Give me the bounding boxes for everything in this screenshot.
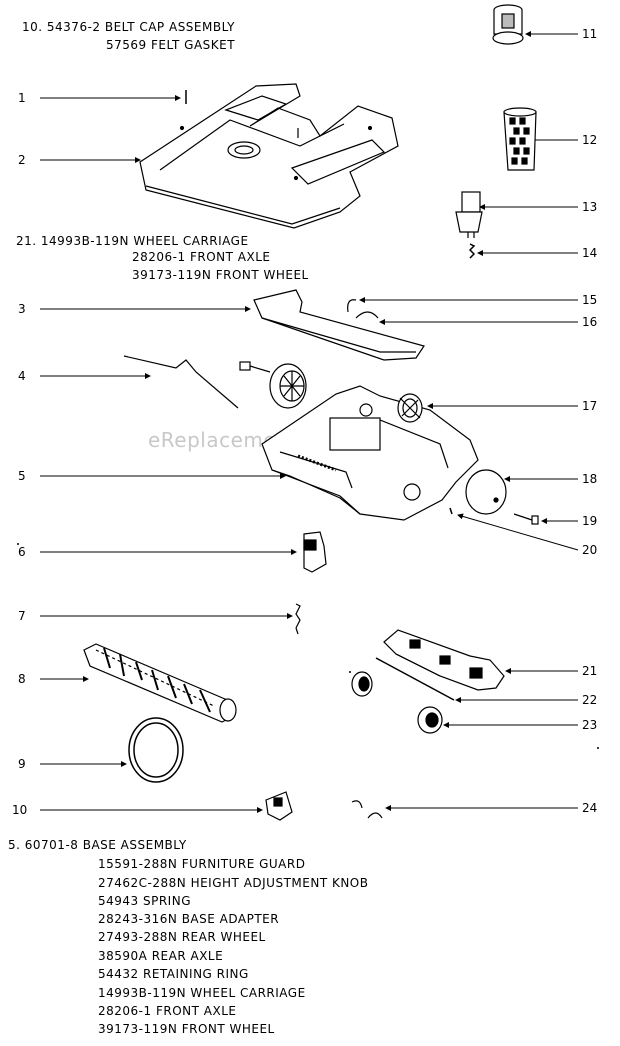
part-19-screw	[513, 513, 539, 525]
part-15-clip	[347, 299, 357, 313]
callout-9: 9	[18, 757, 26, 771]
part-2-belt-cap	[139, 83, 399, 229]
callout-19: 19	[582, 514, 598, 528]
stray-dot	[597, 747, 599, 749]
callout-2: 2	[18, 153, 26, 167]
parts-list-item: 14993B-119N WHEEL CARRIAGE	[98, 986, 306, 1000]
parts-list-item: 27462C-288N HEIGHT ADJUSTMENT KNOB	[98, 876, 369, 890]
callout-5: 5	[18, 469, 26, 483]
part-11-bushing	[492, 4, 524, 45]
part-23-front-wheel	[417, 706, 443, 734]
callout-16: 16	[582, 315, 598, 329]
callout-13: 13	[582, 200, 598, 214]
wheel-carriage-note: 21. 14993B-119N WHEEL CARRIAGE	[16, 234, 249, 248]
part-17-knob	[397, 393, 423, 423]
part-20-pin	[449, 507, 453, 515]
part-7-pin	[295, 603, 301, 635]
part-9-belt	[128, 717, 184, 783]
parts-list-item: 39173-119N FRONT WHEEL	[98, 1022, 275, 1036]
part-6-bracket	[303, 531, 327, 573]
callout-22: 22	[582, 693, 598, 707]
parts-list-item: 15591-288N FURNITURE GUARD	[98, 857, 306, 871]
callout-8: 8	[18, 672, 26, 686]
callout-21: 21	[582, 664, 598, 678]
stray-dot	[349, 671, 351, 673]
part-18-cover	[465, 469, 507, 515]
front-axle-note: 28206-1 FRONT AXLE	[132, 250, 271, 264]
callout-3: 3	[18, 302, 26, 316]
callout-17: 17	[582, 399, 598, 413]
felt-gasket-note: 57569 FELT GASKET	[106, 38, 236, 52]
part-21-wheel-carriage	[383, 629, 505, 691]
callout-18: 18	[582, 472, 598, 486]
rear-wheel	[269, 363, 307, 409]
part-5-base	[261, 385, 479, 521]
callout-24: 24	[582, 801, 598, 815]
part-24-rings	[351, 800, 383, 819]
callout-20: 20	[582, 543, 598, 557]
front-wheel-left	[351, 671, 373, 697]
parts-list-item: 28206-1 FRONT AXLE	[98, 1004, 237, 1018]
part-10-belt-cap	[265, 791, 293, 821]
base-assembly-title: 5. 60701-8 BASE ASSEMBLY	[8, 838, 187, 852]
parts-list-item: 27493-288N REAR WHEEL	[98, 930, 266, 944]
screw	[239, 361, 271, 373]
callout-4: 4	[18, 369, 26, 383]
callout-10: 10	[12, 803, 28, 817]
part-14-pin	[468, 243, 476, 259]
parts-list-item: 54943 SPRING	[98, 894, 191, 908]
part-22-front-axle	[375, 657, 455, 701]
part-13-adapter	[455, 191, 483, 238]
front-wheel-note: 39173-119N FRONT WHEEL	[132, 268, 309, 282]
parts-list-item: 54432 RETAINING RING	[98, 967, 249, 981]
parts-list-item: 28243-316N BASE ADAPTER	[98, 912, 280, 926]
callout-7: 7	[18, 609, 26, 623]
stray-dot	[17, 543, 19, 545]
part-3-guard	[253, 289, 425, 361]
parts-list-item: 38590A REAR AXLE	[98, 949, 224, 963]
leader-line-20	[457, 513, 579, 551]
part-12-cylinder	[503, 107, 537, 171]
callout-12: 12	[582, 133, 598, 147]
callout-14: 14	[582, 246, 598, 260]
callout-23: 23	[582, 718, 598, 732]
belt-cap-note: 10. 54376-2 BELT CAP ASSEMBLY	[22, 20, 236, 34]
part-8-brushroll	[83, 643, 237, 723]
callout-11: 11	[582, 27, 598, 41]
callout-6: 6	[18, 545, 26, 559]
part-4-axle	[123, 355, 239, 409]
callout-15: 15	[582, 293, 598, 307]
callout-1: 1	[18, 91, 26, 105]
part-16-clip	[355, 311, 379, 319]
